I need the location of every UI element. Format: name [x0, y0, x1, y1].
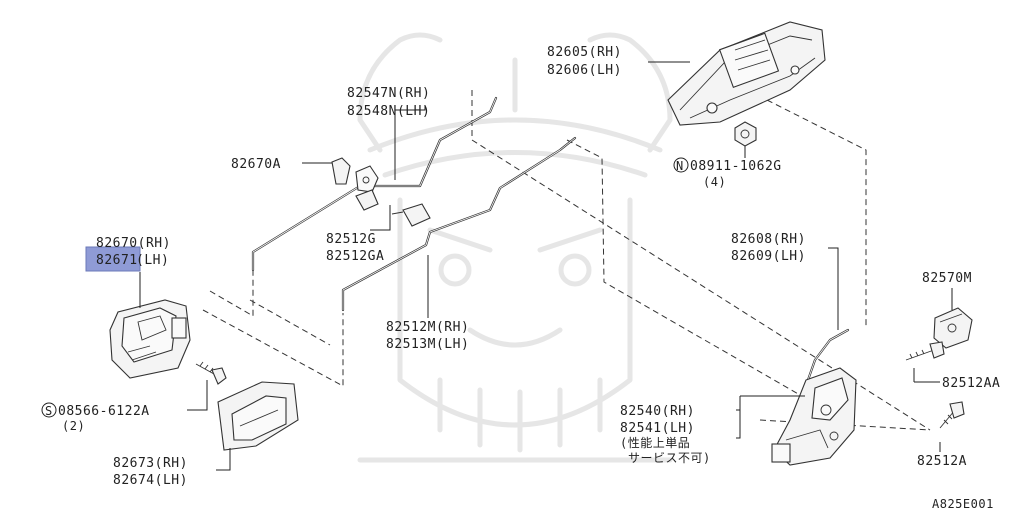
rod-82547n: [251, 96, 498, 272]
callout-82608: 82608(RH): [731, 232, 806, 247]
callout-08911: 08911-1062G: [690, 159, 782, 174]
callout-82673: 82673(RH): [113, 456, 188, 471]
callout-82512a: 82512A: [917, 454, 967, 469]
watermark-emblem: [357, 32, 673, 463]
callout-08911-qty: (4): [703, 175, 726, 189]
clip-82670a: [331, 157, 379, 193]
callout-82547n: 82547N(RH): [347, 86, 430, 101]
callout-82512g: 82512G: [326, 232, 376, 247]
screw-82512aa: [905, 341, 945, 361]
nut-08911: [734, 121, 757, 147]
callout-82605: 82605(RH): [547, 45, 622, 60]
callout-82512aa: 82512AA: [942, 376, 1000, 391]
rod-82608: [806, 328, 850, 382]
callout-08566-qty: (2): [62, 419, 85, 433]
callout-82674: 82674(LH): [113, 473, 188, 488]
n-prefix-circle: [673, 157, 689, 173]
s-prefix-circle: [41, 402, 57, 418]
callout-82512m: 82512M(RH): [386, 320, 469, 335]
callout-82609: 82609(LH): [731, 249, 806, 264]
callout-82671-side: (LH): [136, 253, 169, 268]
callout-82512ga: 82512GA: [326, 249, 384, 264]
callout-82570m: 82570M: [922, 271, 972, 286]
inside-handle-part: [109, 299, 191, 379]
callout-08566-prefix: S: [45, 404, 53, 418]
callout-82670: 82670(RH): [96, 236, 171, 251]
callout-note-1: (性能上単品: [620, 436, 690, 450]
leader-lines: [139, 61, 953, 471]
diagram-ref-code: A825E001: [932, 497, 994, 510]
callout-82548n: 82548N(LH): [347, 104, 430, 119]
callout-note-2: サービス不可): [628, 451, 711, 465]
screw-08566: [195, 361, 227, 385]
callout-82513m: 82513M(LH): [386, 337, 469, 352]
callout-82540: 82540(RH): [620, 404, 695, 419]
callout-08566: 08566-6122A: [58, 404, 150, 419]
callout-82671: 82671: [96, 253, 138, 268]
callout-82670a: 82670A: [231, 157, 281, 172]
highlight-box: [85, 246, 141, 272]
outer-handle-part: [667, 21, 826, 126]
callout-82606: 82606(LH): [547, 63, 622, 78]
callout-08911-prefix: N: [676, 159, 684, 173]
bracket-82570m: [933, 307, 973, 349]
clip-82512g: [355, 189, 431, 227]
rod-82512m: [341, 136, 577, 312]
escutcheon-part: [217, 381, 299, 451]
callout-82541: 82541(LH): [620, 421, 695, 436]
callout-labels: 82605(RH) 82606(LH) 82547N(RH) 82548N(LH…: [41, 45, 1000, 511]
door-lock-part: [771, 367, 857, 466]
screw-82512a: [939, 401, 965, 429]
